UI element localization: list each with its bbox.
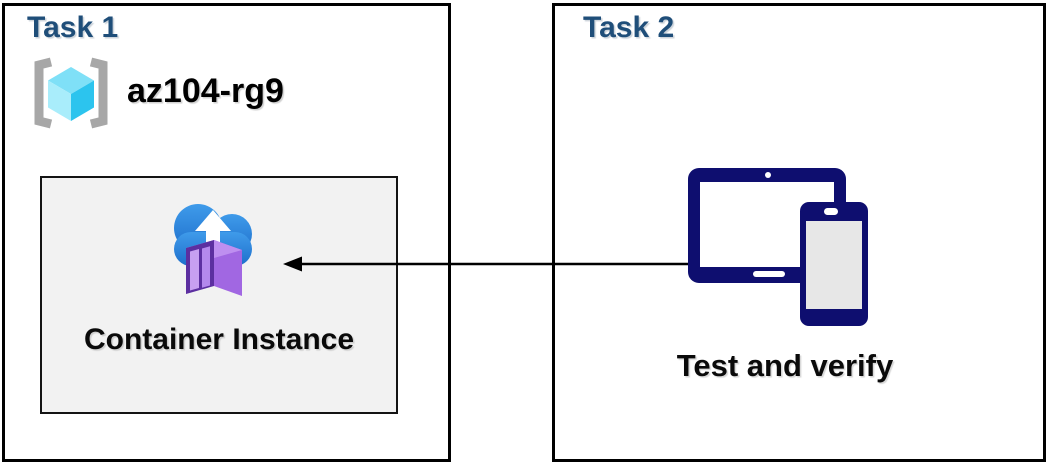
phone-glyph [800, 202, 868, 326]
cube-glyph [48, 67, 94, 121]
container-instance-label: Container Instance [83, 323, 355, 356]
container-instance-box [40, 176, 398, 414]
test-and-verify-label: Test and verify [676, 348, 894, 383]
resource-group-icon [34, 57, 108, 129]
upload-arrow-icon [195, 210, 231, 258]
tablet-and-phone-icon [688, 168, 868, 326]
task2-title: Task 2 [583, 11, 675, 44]
container-instance-icon [174, 204, 252, 296]
task1-title: Task 1 [27, 11, 119, 44]
container-cube [186, 240, 242, 296]
left-bracket [34, 57, 53, 129]
phone-speaker-slot [824, 208, 838, 215]
resource-group-name: az104-rg9 [127, 72, 284, 110]
right-bracket [89, 57, 108, 129]
tablet-camera-dot [765, 172, 771, 178]
tablet-home-button [753, 271, 785, 277]
